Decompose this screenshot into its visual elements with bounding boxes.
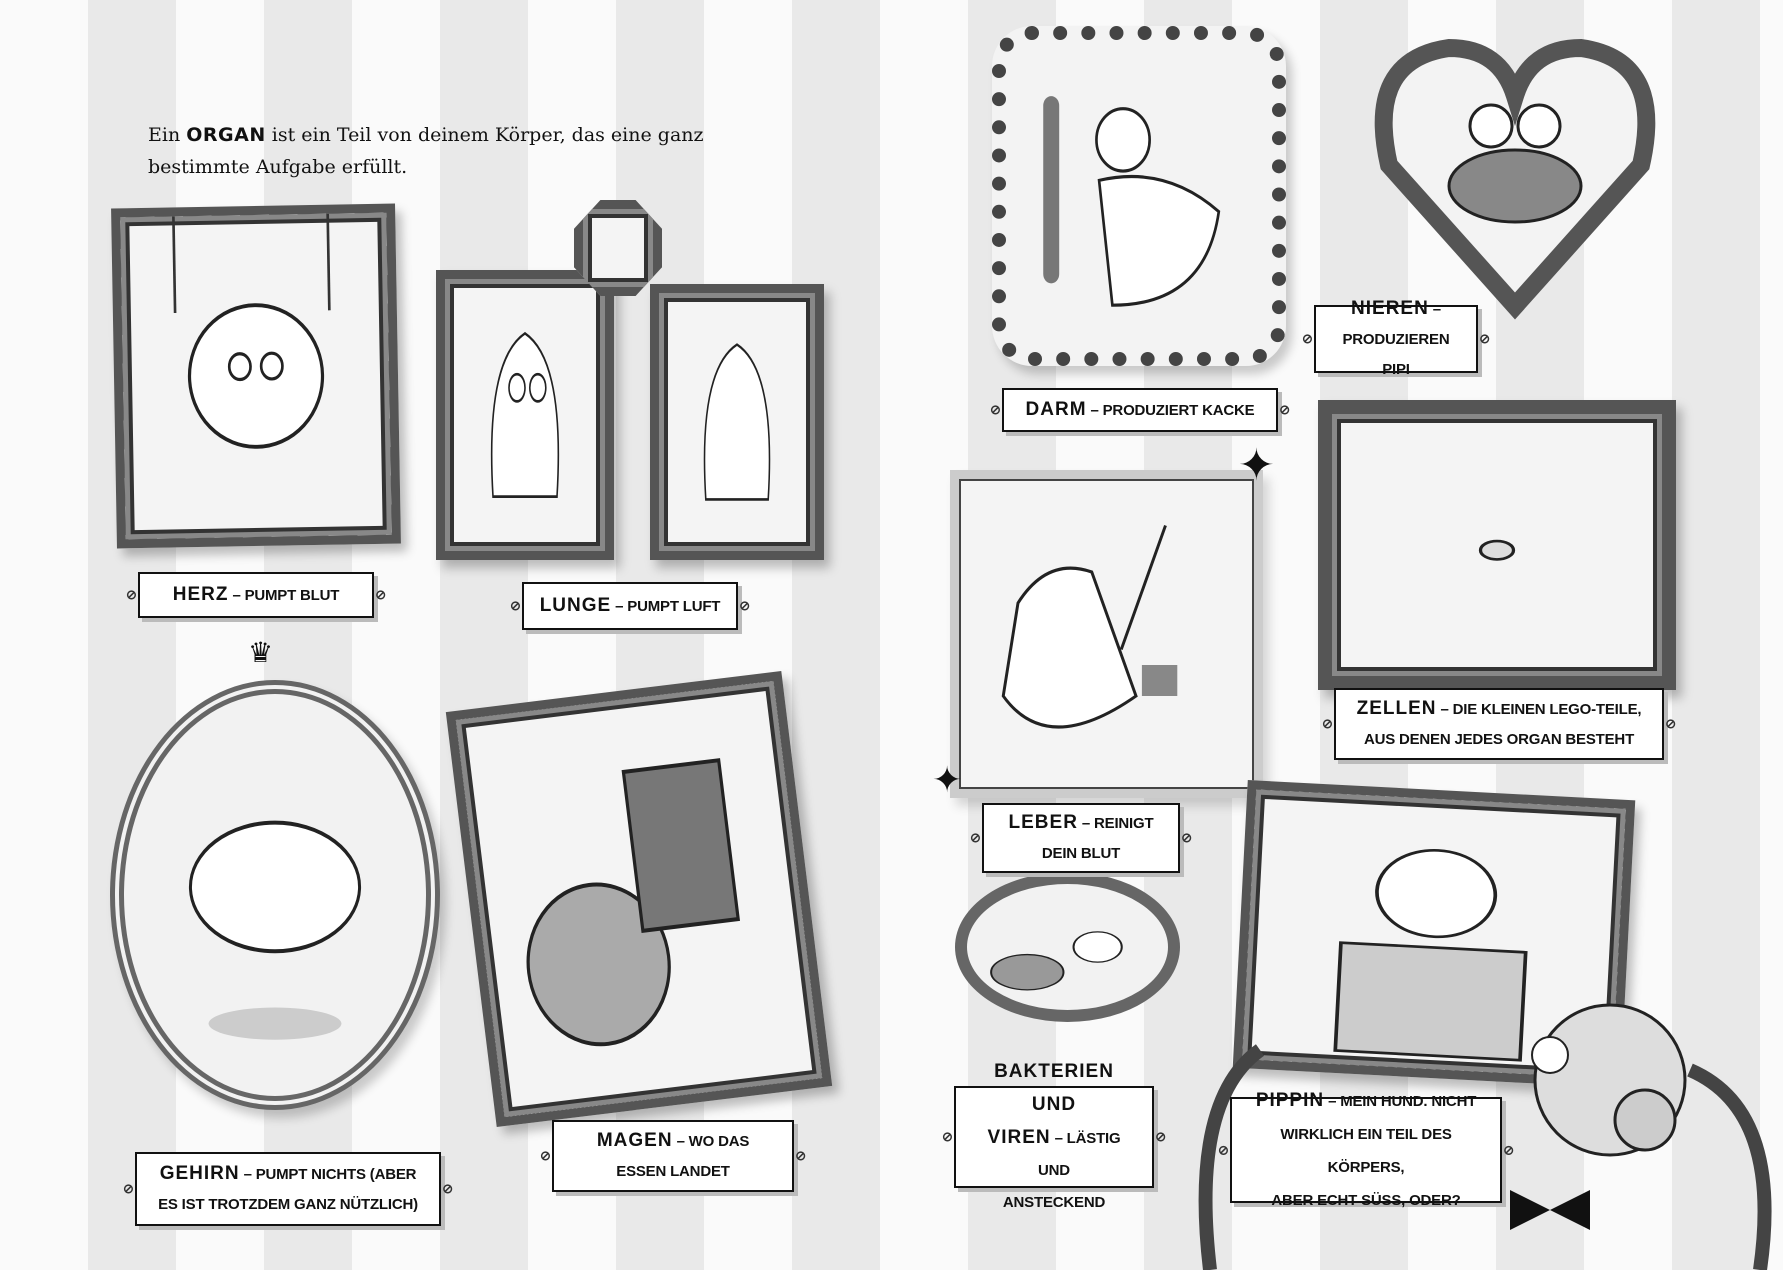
kidneys-in-basket-illustration	[1374, 38, 1656, 320]
brain-oval-mirror-frame	[110, 680, 440, 1110]
cells-empty-frame	[1318, 400, 1676, 690]
intro-keyword: ORGAN	[186, 124, 266, 146]
label-name-line2: VIREN	[987, 1126, 1051, 1148]
label-desc: – lästig und	[1038, 1129, 1121, 1179]
bacteria-oval-frame	[955, 872, 1180, 1022]
label-magen: MAGEN – wo dasEssen landet	[552, 1120, 794, 1192]
tiny-cell-illustration	[1478, 539, 1516, 561]
lung-left-frame	[436, 270, 614, 560]
label-gehirn: GEHIRN – pumpt nichts (aber es ist trotzd…	[135, 1152, 441, 1226]
label-name: HERZ	[172, 583, 229, 605]
robot-illustration	[1198, 1003, 1772, 1270]
sparkle-icon: ✦	[932, 760, 963, 801]
kidney-heart-frame	[1360, 30, 1670, 330]
sparkle-icon: ✦	[1238, 440, 1275, 491]
label-desc: – pumpt nichts (aber	[243, 1165, 417, 1183]
brain-character-illustration	[188, 820, 362, 1040]
label-desc-line3: aber echt süss, oder?	[1271, 1191, 1461, 1209]
intro-text: Ein ORGAN ist ein Teil von deinem Körper…	[148, 119, 788, 183]
intestine-rope-frame	[992, 26, 1286, 366]
label-desc-line2: produzieren Pipi	[1342, 330, 1450, 378]
label-desc: – produziert Kacke	[1090, 401, 1255, 419]
liver-picture-frame	[950, 470, 1263, 798]
label-name: GEHIRN	[159, 1162, 240, 1184]
label-zellen: ZELLEN – die kleinen Lego-Teile, aus dene…	[1334, 688, 1664, 760]
label-bakterien: BAKTERIEN UND VIREN – lästig und anstecken…	[954, 1061, 1154, 1211]
label-nieren: NIEREN – produzieren Pipi	[1314, 298, 1478, 378]
label-desc-line2: Essen landet	[616, 1162, 730, 1180]
label-desc: – wo das	[676, 1132, 750, 1150]
label-name: BAKTERIEN UND	[994, 1060, 1114, 1115]
label-desc: – reinigt	[1081, 814, 1154, 832]
label-desc-line2: aus denen jedes Organ besteht	[1363, 730, 1635, 748]
intestine-character-illustration	[1043, 96, 1221, 307]
label-desc-line2: wirklich ein Teil des Körpers,	[1280, 1125, 1452, 1176]
label-name: DARM	[1025, 398, 1087, 420]
label-desc: –	[1432, 300, 1441, 318]
lung-left-illustration	[490, 331, 560, 498]
label-desc: – pumpt Blut	[232, 586, 340, 604]
label-lunge: LUNGE – pumpt Luft	[522, 582, 738, 630]
label-desc-line2: es ist trotzdem ganz nützlich)	[158, 1195, 418, 1213]
label-desc: – mein Hund. Nicht	[1328, 1092, 1477, 1110]
label-name: LUNGE	[539, 594, 612, 616]
liver-cleaning-window-illustration	[1001, 524, 1178, 729]
heart-character-illustration	[172, 213, 331, 449]
stomach-picture-frame	[445, 670, 833, 1128]
intro-prefix: Ein	[148, 124, 181, 146]
intro-rest: ist ein Teil von deinem Körper, das eine…	[148, 124, 704, 178]
label-name: NIEREN	[1351, 297, 1429, 319]
bacteria-virus-illustration	[990, 931, 1123, 991]
label-herz: HERZ – pumpt Blut	[138, 572, 374, 618]
label-darm: DARM – produziert Kacke	[1002, 388, 1278, 432]
crown-icon: ♛	[248, 636, 274, 669]
lung-right-frame	[650, 284, 824, 560]
pippin-dog-frame	[1232, 780, 1636, 1088]
label-desc-line2: dein Blut	[1041, 844, 1121, 862]
label-pippin: PIPPIN – mein Hund. Nicht wirklich ein Te…	[1230, 1090, 1502, 1209]
heart-picture-frame	[111, 203, 401, 549]
label-name: MAGEN	[596, 1129, 673, 1151]
stomach-character-illustration	[526, 758, 741, 1047]
label-desc-line2: ansteckend	[1002, 1193, 1106, 1211]
lung-right-illustration	[703, 343, 771, 501]
label-name: PIPPIN	[1255, 1089, 1325, 1111]
dog-in-trashcan-illustration	[1333, 848, 1528, 1062]
label-name: ZELLEN	[1356, 697, 1437, 719]
label-name: LEBER	[1008, 811, 1078, 833]
trachea-octagon-frame	[574, 200, 662, 296]
label-leber: LEBER – reinigt dein Blut	[982, 803, 1180, 873]
label-desc: – pumpt Luft	[615, 597, 721, 615]
label-desc: – die kleinen Lego-Teile,	[1440, 700, 1642, 718]
